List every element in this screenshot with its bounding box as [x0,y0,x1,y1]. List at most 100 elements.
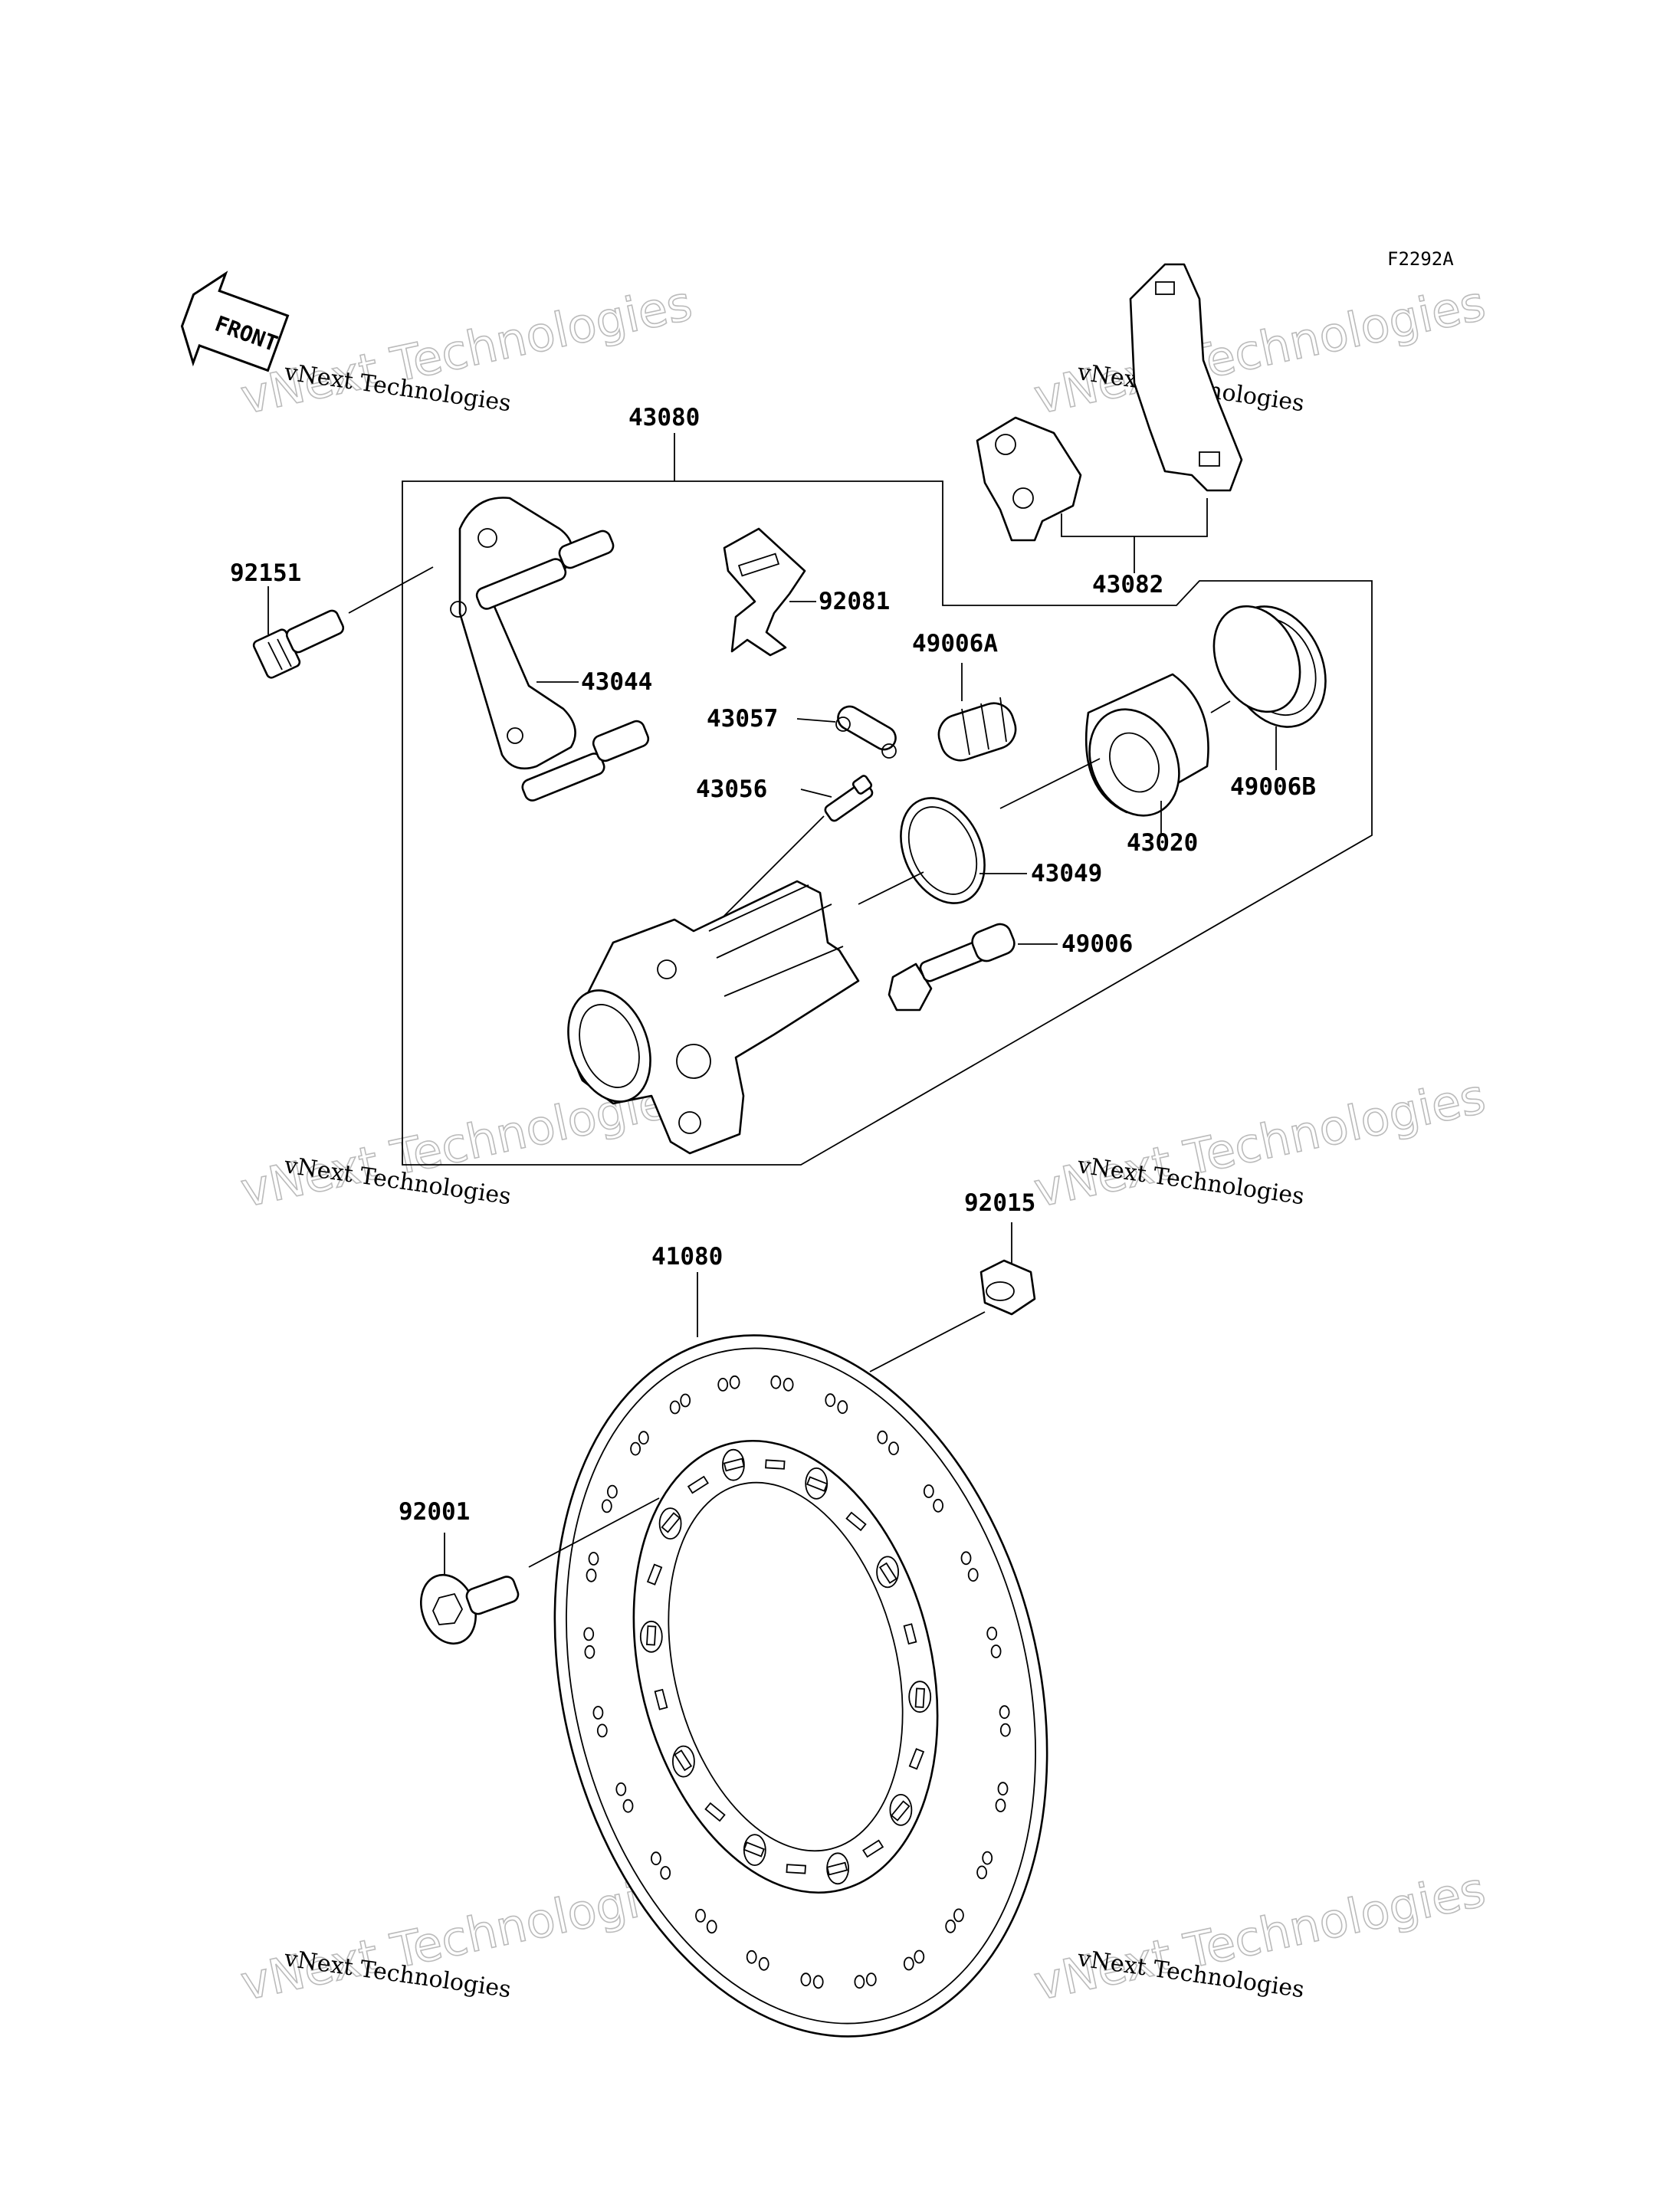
label-92015: 92015 [964,1189,1035,1217]
disc-slot [914,1687,925,1708]
disc-drill-hole [680,1393,691,1408]
disc-drill-hole [960,1551,972,1566]
label-43044: 43044 [581,668,652,696]
disc-slot [704,1802,726,1822]
label-92151: 92151 [230,559,301,587]
disc-mount-hole [908,1681,932,1713]
disc-drill-hole [669,1400,681,1415]
disc-drill-hole [588,1552,599,1566]
disc-drill-hole [997,1782,1009,1796]
disc-drill-hole [622,1799,634,1813]
disc-slot [687,1475,709,1494]
part-92081-clip [723,527,806,657]
label-43057: 43057 [707,705,778,733]
disc-drill-hole [837,1400,848,1415]
assembly-outline-43080 [402,480,1373,1166]
disc-drill-hole [986,1626,998,1641]
disc-slot [862,1839,884,1858]
part-92151-bolt [252,609,345,679]
part-43082-brake-pads [976,263,1243,542]
disc-slot [661,1512,681,1533]
part-43049-seal-ring [900,797,986,904]
disc-drill-hole [990,1644,1002,1658]
label-49006B: 49006B [1230,773,1316,801]
watermark-top-right: vNext Technologies vNext Technologies [1029,274,1491,426]
disc-slot [646,1625,657,1646]
leader-92001-b [528,1497,660,1568]
disc-drill-hole [770,1375,782,1389]
part-43056-bleeder [824,775,874,822]
leader-43082-bracket [1061,498,1208,537]
disc-slot [891,1800,911,1822]
leader-92015-b [869,1311,986,1372]
disc-drill-hole [783,1377,794,1392]
disc-slot [765,1459,786,1470]
disc-slot [786,1864,806,1874]
disc-mount-hole [889,1793,913,1826]
disc-drill-hole [933,1498,943,1513]
disc-drill-hole [630,1441,641,1456]
disc-drill-hole [607,1484,618,1499]
label-43020: 43020 [1127,829,1198,857]
front-arrow-icon: FRONT [180,271,290,372]
disc-drill-hole [729,1375,740,1389]
disc-drill-hole [903,1956,914,1971]
disc-drill-hole [601,1499,612,1513]
disc-drill-hole [586,1568,597,1582]
disc-slot [845,1511,867,1532]
disc-drill-hole [976,1865,987,1880]
disc-drill-hole [995,1799,1006,1812]
diagram-code: F2292A [1387,248,1454,270]
disc-slot [723,1458,745,1472]
disc-slot [903,1623,917,1645]
leader-43056 [800,789,832,798]
disc-drill-hole [865,1972,877,1987]
part-43057-fitting [835,705,897,759]
label-92081: 92081 [819,588,890,615]
leader-92151-b [348,566,434,614]
leader-43057 [796,718,836,723]
disc-slot [743,1841,765,1858]
disc-slot [878,1562,897,1584]
label-43049: 43049 [1031,860,1102,887]
disc-drill-hole [914,1949,925,1964]
part-92015-nut [979,1259,1036,1316]
part-43044-bracket [450,497,650,802]
disc-mount-hole [658,1507,682,1540]
disc-drill-hole [695,1908,706,1923]
leader-43020-b [999,758,1101,809]
disc-drill-hole [854,1975,865,1989]
disc-mount-hole [672,1745,695,1778]
watermark-top-left: vNext Technologies vNext Technologies [235,274,697,426]
label-41080: 41080 [651,1243,723,1271]
disc-drill-hole [758,1956,769,1971]
leader-49006B-b [1210,700,1231,713]
disc-drill-hole [615,1782,627,1796]
label-43080: 43080 [628,404,700,431]
caliper-body [567,880,860,1155]
label-92001: 92001 [399,1498,470,1526]
disc-drill-hole [825,1393,836,1408]
disc-drill-hole [638,1431,649,1445]
disc-mount-hole [876,1556,899,1589]
disc-drill-hole [967,1568,979,1582]
disc-drill-hole [583,1627,595,1641]
part-49006A-boot [937,697,1017,762]
disc-mount-hole [639,1620,663,1653]
disc-drill-hole [953,1908,964,1923]
disc-drill-hole [706,1920,717,1934]
disc-slot [674,1749,693,1772]
disc-slot [654,1688,668,1710]
disc-drill-hole [596,1723,608,1738]
disc-slot [826,1861,848,1876]
disc-drill-hole [923,1484,934,1498]
disc-drill-hole [999,1723,1011,1737]
label-43056: 43056 [696,776,767,803]
disc-drill-hole [812,1975,824,1989]
part-41080-brake-disc [553,1334,1048,2038]
label-49006A: 49006A [912,630,998,657]
disc-drill-hole [945,1919,956,1933]
part-43020-piston [1084,673,1209,817]
disc-slot [908,1748,925,1770]
part-49006B-dust-seal [1212,605,1327,728]
